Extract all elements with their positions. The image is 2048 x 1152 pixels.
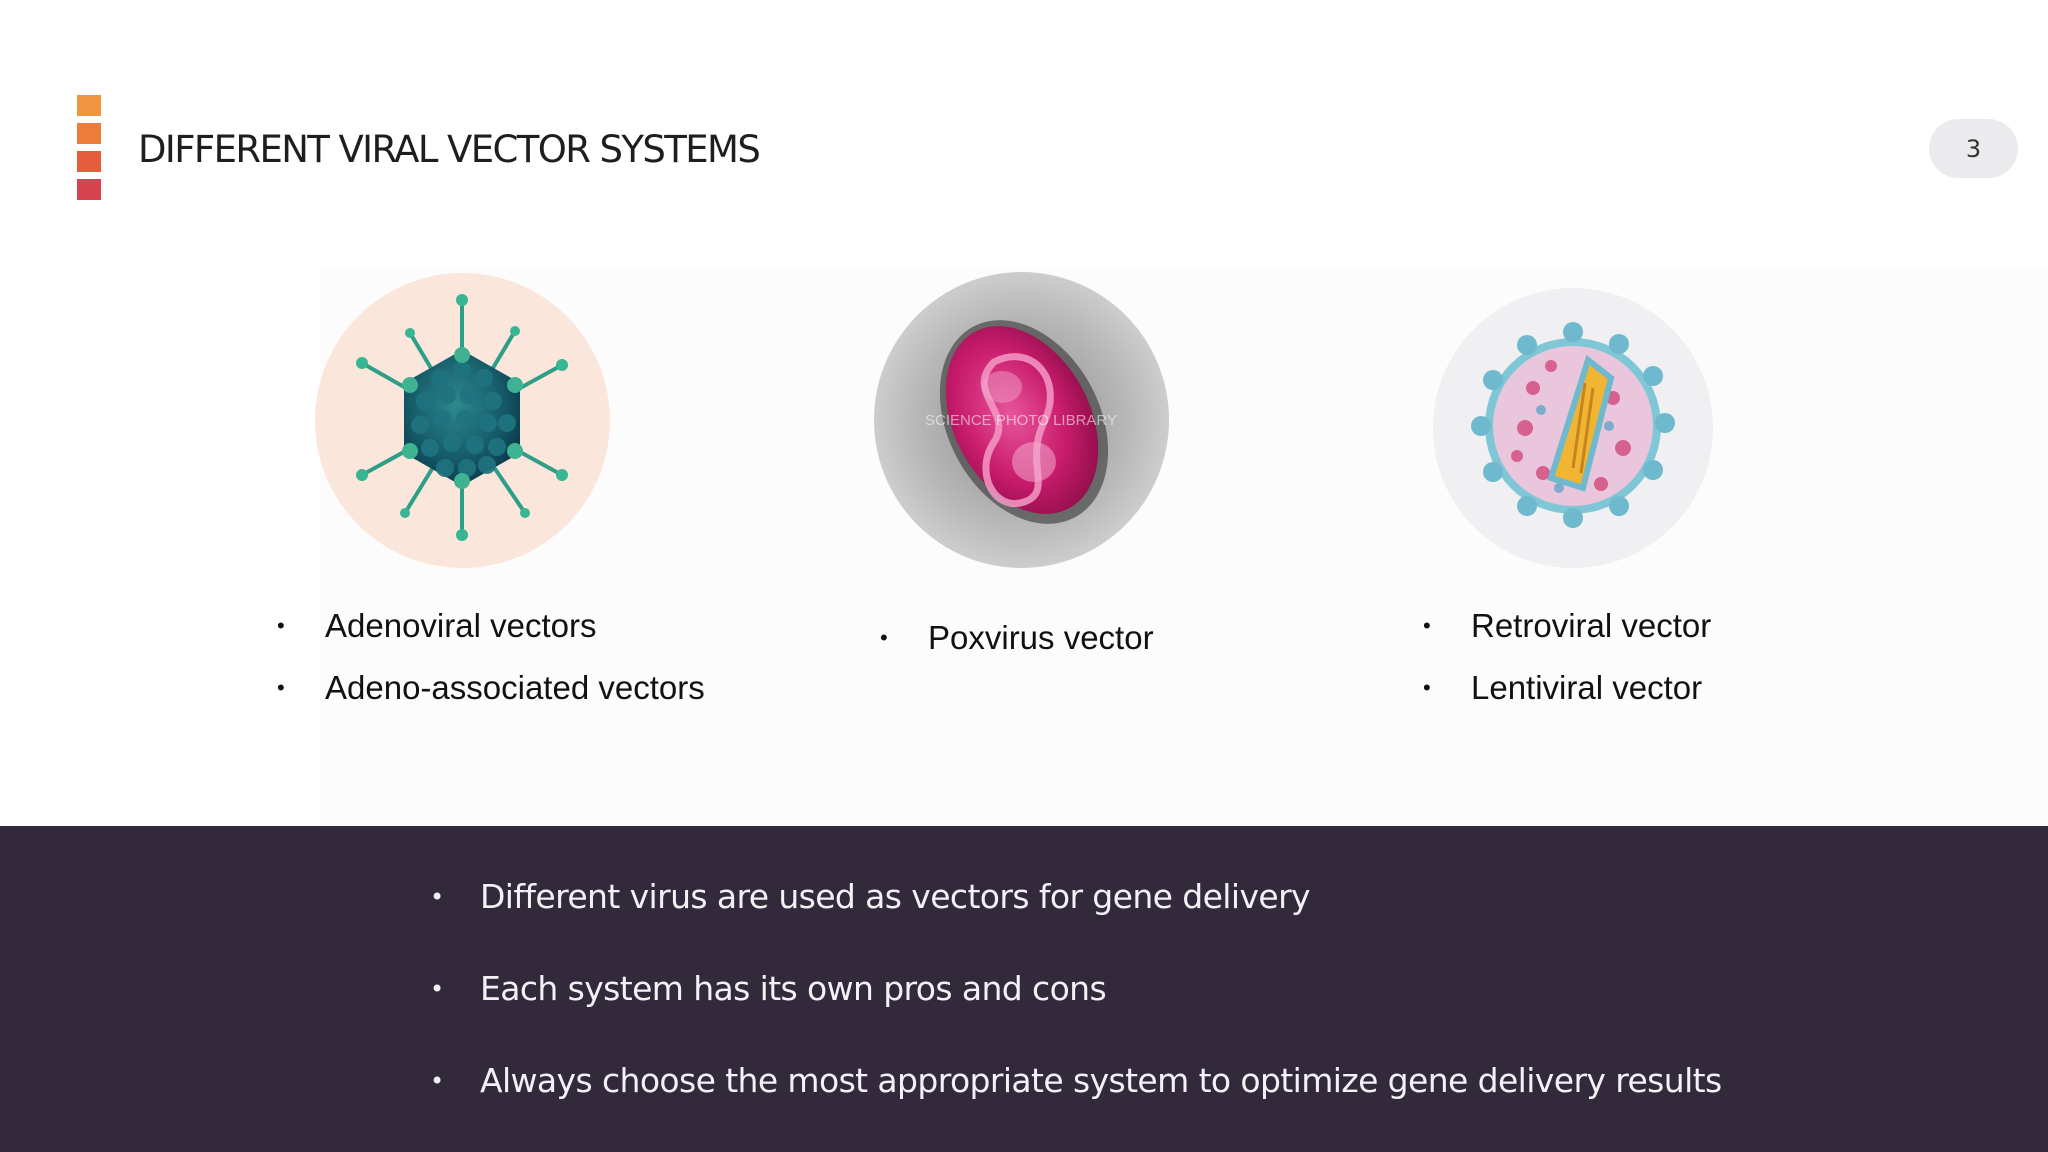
adenovirus-bullet-list: • Adenoviral vectors • Adeno-associated ve… [277,606,705,730]
page-number-badge: 3 [1929,119,2018,178]
list-item: • Retroviral vector [1423,606,1711,668]
summary-text: Always choose the most appropriate syste… [480,1061,1722,1100]
list-item: • Adeno-associated vectors [277,668,705,730]
list-item: • Different virus are used as vectors for… [430,876,1722,968]
accent-square-1 [77,95,101,116]
retrovirus-bullet-list: • Retroviral vector • Lentiviral vector [1423,606,1711,730]
page-number: 3 [1965,134,1982,163]
adenovirus-illustration-icon [315,273,610,568]
list-item: • Adenoviral vectors [277,606,705,668]
list-item: • Poxvirus vector [880,618,1154,680]
summary-text: Different virus are used as vectors for … [480,877,1311,916]
accent-bar [77,95,101,207]
summary-bullet-list: • Different virus are used as vectors for… [430,876,1722,1152]
bullet-icon: • [1423,675,1431,700]
slide-title: DIFFERENT VIRAL VECTOR SYSTEMS [138,128,761,171]
list-item: • Each system has its own pros and cons [430,968,1722,1060]
retrovirus-illustration-icon [1433,288,1713,568]
bullet-text: Lentiviral vector [1471,669,1703,706]
bullet-icon: • [880,625,888,650]
bullet-text: Adeno-associated vectors [325,669,705,706]
bullet-icon: • [430,975,444,1003]
accent-square-2 [77,123,101,144]
poxvirus-bullet-list: • Poxvirus vector [880,618,1154,680]
summary-text: Each system has its own pros and cons [480,969,1107,1008]
summary-footer: • Different virus are used as vectors for… [0,826,2048,1152]
bullet-icon: • [277,675,285,700]
bullet-icon: • [430,1067,444,1095]
bullet-text: Poxvirus vector [928,619,1154,656]
bullet-icon: • [430,883,444,911]
bullet-icon: • [1423,613,1431,638]
list-item: • Lentiviral vector [1423,668,1711,730]
bullet-icon: • [277,613,285,638]
list-item: • Always choose the most appropriate syst… [430,1060,1722,1152]
accent-square-4 [77,179,101,200]
accent-square-3 [77,151,101,172]
poxvirus-micrograph-icon: SCIENCE PHOTO LIBRARY [874,272,1169,568]
poxvirus-watermark: SCIENCE PHOTO LIBRARY [925,412,1117,429]
bullet-text: Adenoviral vectors [325,607,597,644]
content-panel [320,268,2048,826]
bullet-text: Retroviral vector [1471,607,1712,644]
